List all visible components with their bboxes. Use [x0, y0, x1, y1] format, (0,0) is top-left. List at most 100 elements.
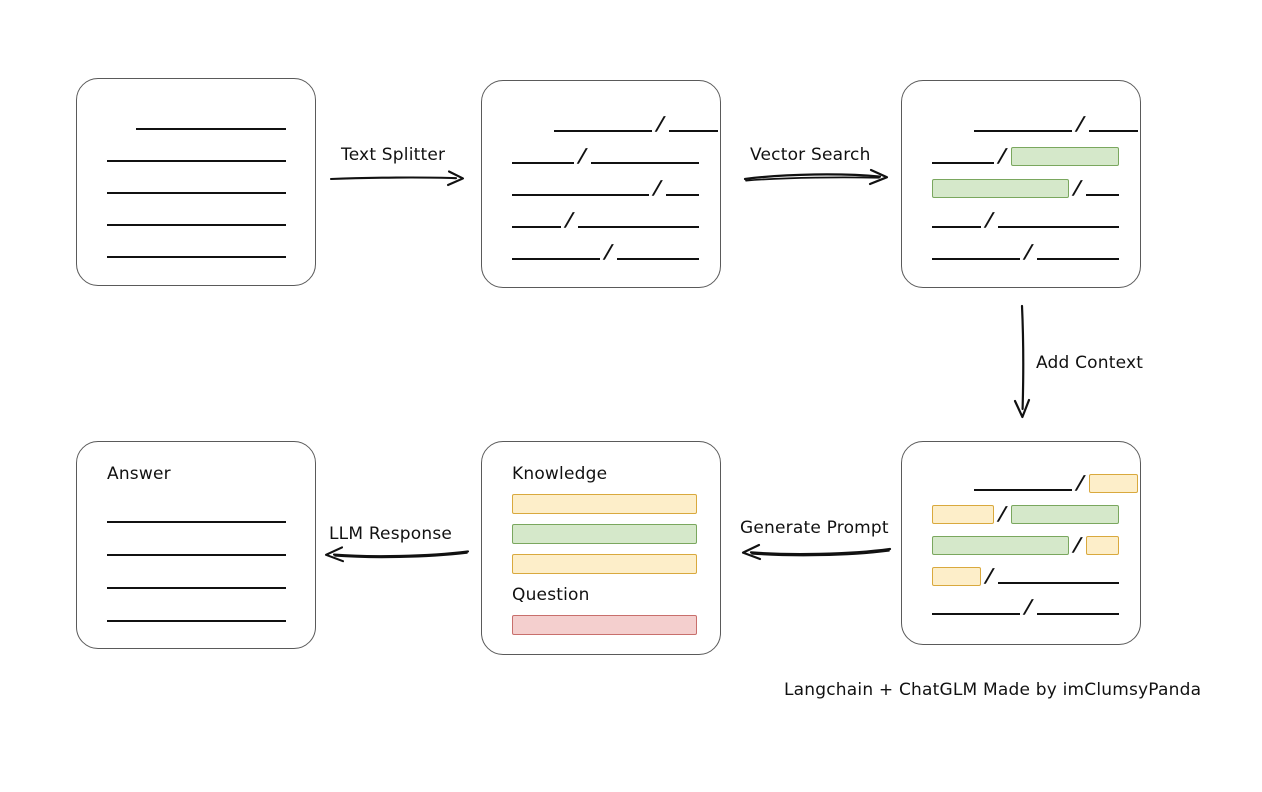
document-line: /: [932, 145, 1119, 167]
text-line-segment: [107, 160, 286, 162]
slash-separator: /: [653, 177, 662, 199]
green-content-bar: [512, 524, 697, 544]
document-line: [107, 570, 286, 592]
text-line-segment: [107, 256, 286, 258]
document-line: /: [932, 596, 1119, 618]
slash-separator: /: [1024, 596, 1033, 618]
document-line: /: [932, 534, 1119, 556]
text-line-segment: [554, 130, 652, 132]
yellow-content-bar: [512, 494, 697, 514]
text-line-segment: [107, 587, 286, 589]
text-line-segment: [974, 489, 1072, 491]
text-line-segment: [577, 226, 699, 228]
text-line-segment: [107, 192, 286, 194]
document-line: /: [512, 177, 699, 199]
node-source-document[interactable]: [76, 78, 316, 286]
red-content-bar: [512, 615, 697, 635]
node-context-added-document[interactable]: / / / / /: [901, 441, 1141, 645]
green-highlight-chip: [1010, 504, 1119, 524]
slash-separator: /: [998, 145, 1007, 167]
document-line: [107, 143, 286, 165]
text-line-segment: [1036, 613, 1119, 615]
yellow-highlight-chip: [932, 566, 981, 586]
slash-separator: /: [578, 145, 587, 167]
document-line: /: [512, 145, 699, 167]
text-line-segment: [590, 162, 699, 164]
edge-generate-prompt: [737, 540, 892, 564]
question-label: Question: [512, 585, 590, 605]
document-line: /: [512, 241, 699, 263]
edge-llm-response-label: LLM Response: [329, 524, 453, 544]
text-line-segment: [997, 582, 1119, 584]
text-line-segment: [1036, 258, 1119, 260]
text-line-segment: [932, 613, 1020, 615]
document-line: [107, 504, 286, 526]
document-line: /: [512, 113, 718, 135]
slash-separator: /: [565, 209, 574, 231]
yellow-highlight-chip: [1085, 535, 1119, 555]
green-highlight-chip: [1010, 146, 1119, 166]
text-line-segment: [512, 194, 649, 196]
green-highlight-chip: [932, 535, 1069, 555]
text-line-segment: [668, 130, 718, 132]
document-line: /: [932, 177, 1119, 199]
text-line-segment: [1085, 194, 1119, 196]
node-vector-matched-document[interactable]: / / / / /: [901, 80, 1141, 288]
document-line: /: [932, 472, 1138, 494]
document-line: [107, 111, 286, 133]
edge-text-splitter: [329, 166, 470, 188]
text-line-segment: [974, 130, 1072, 132]
document-line: [107, 175, 286, 197]
text-line-segment: [932, 258, 1020, 260]
knowledge-label: Knowledge: [512, 464, 608, 484]
document-line: [107, 207, 286, 229]
document-line: /: [932, 241, 1119, 263]
yellow-highlight-chip: [932, 504, 994, 524]
document-line: [107, 603, 286, 625]
edge-llm-response: [320, 542, 470, 566]
text-line-segment: [932, 162, 994, 164]
text-line-segment: [136, 128, 286, 130]
slash-separator: /: [985, 565, 994, 587]
slash-separator: /: [1024, 241, 1033, 263]
node-split-document[interactable]: / / / / /: [481, 80, 721, 288]
slash-separator: /: [1076, 472, 1085, 494]
edge-text-splitter-label: Text Splitter: [341, 145, 446, 165]
document-line: /: [932, 113, 1138, 135]
yellow-content-bar: [512, 554, 697, 574]
text-line-segment: [107, 521, 286, 523]
slash-separator: /: [985, 209, 994, 231]
node-answer[interactable]: Answer: [76, 441, 316, 649]
slash-separator: /: [604, 241, 613, 263]
document-line: /: [932, 209, 1119, 231]
document-line: [107, 537, 286, 559]
text-line-segment: [997, 226, 1119, 228]
document-line: /: [932, 565, 1119, 587]
credit-text: Langchain + ChatGLM Made by imClumsyPand…: [784, 680, 1202, 700]
text-line-segment: [1088, 130, 1138, 132]
edge-add-context-label: Add Context: [1036, 353, 1144, 373]
text-line-segment: [616, 258, 699, 260]
document-line: /: [932, 503, 1119, 525]
text-line-segment: [512, 258, 600, 260]
edge-generate-prompt-label: Generate Prompt: [740, 518, 889, 538]
node-prompt[interactable]: Knowledge Question: [481, 441, 721, 655]
slash-separator: /: [1076, 113, 1085, 135]
yellow-highlight-chip: [1088, 473, 1138, 493]
text-line-segment: [512, 226, 561, 228]
slash-separator: /: [1073, 177, 1082, 199]
text-line-segment: [932, 226, 981, 228]
document-line: /: [512, 209, 699, 231]
edge-vector-search-label: Vector Search: [750, 145, 871, 165]
green-highlight-chip: [932, 178, 1069, 198]
text-line-segment: [107, 554, 286, 556]
text-line-segment: [512, 162, 574, 164]
text-line-segment: [107, 620, 286, 622]
slash-separator: /: [1073, 534, 1082, 556]
slash-separator: /: [998, 503, 1007, 525]
edge-add-context: [1010, 304, 1036, 423]
text-line-segment: [107, 224, 286, 226]
edge-vector-search: [743, 164, 894, 188]
answer-label: Answer: [107, 464, 171, 484]
